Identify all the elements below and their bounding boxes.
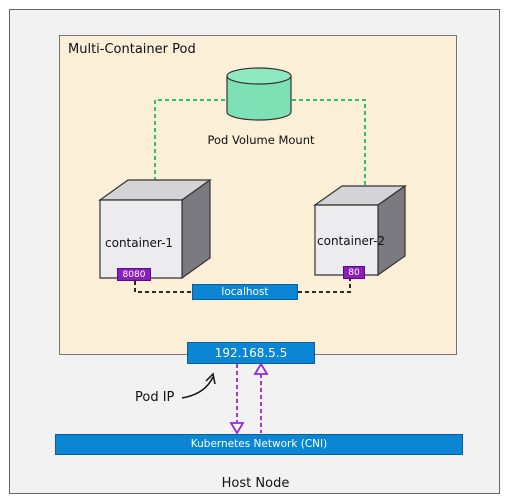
- pod-ip-address-box: 192.168.5.5: [187, 342, 315, 364]
- container-1-port-badge: 8080: [117, 268, 151, 281]
- traffic-arrows: [229, 362, 269, 435]
- container-1-label: container-1: [105, 236, 174, 250]
- volume-link-container-1: [154, 99, 260, 184]
- pod-title: Multi-Container Pod: [68, 42, 196, 57]
- pod-ip-label: Pod IP: [135, 390, 175, 405]
- container-2-cube-icon: [313, 184, 407, 277]
- pod-ip-pointer-arrow: [181, 372, 216, 399]
- host-node-label: Host Node: [221, 476, 290, 491]
- container-1-cube-icon: [98, 178, 212, 280]
- kubernetes-network-bar: Kubernetes Network (CNI): [55, 434, 463, 455]
- localhost-bar: localhost: [192, 284, 298, 300]
- volume-label: Pod Volume Mount: [207, 133, 315, 147]
- container-2-port-badge: 80: [343, 266, 365, 279]
- volume-link-container-2: [292, 99, 366, 188]
- localhost-link-left: [134, 281, 192, 293]
- volume-cylinder-icon: [226, 67, 292, 121]
- localhost-link-right: [298, 279, 351, 293]
- container-2-label: container-2: [317, 234, 386, 248]
